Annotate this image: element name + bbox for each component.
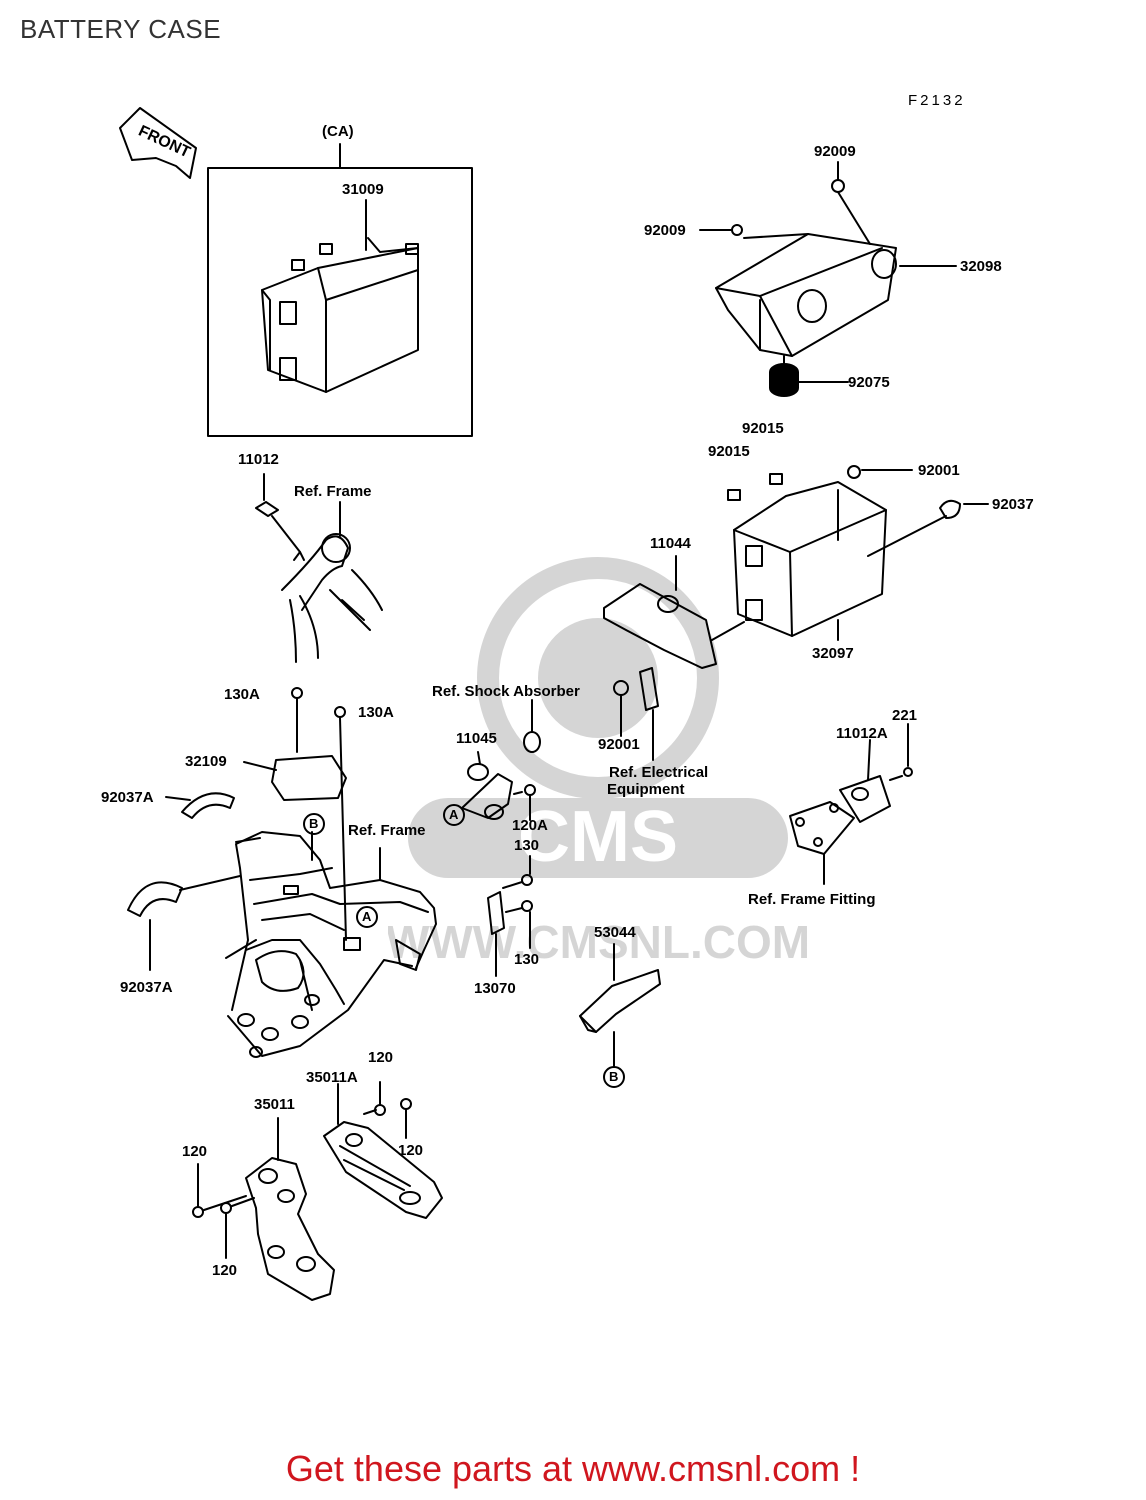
- bracket-35011: [192, 1117, 335, 1301]
- bracket-13070: [487, 855, 533, 977]
- inset-label-ca: (CA): [322, 123, 354, 140]
- diagram-code: F2132: [908, 92, 966, 109]
- bolt-130A-right: [334, 706, 346, 718]
- marker-a-left: [443, 804, 465, 826]
- part-92037[interactable]: 92037: [992, 496, 1034, 513]
- part-11045[interactable]: 11045: [456, 730, 497, 747]
- cover-32109: [243, 755, 347, 801]
- part-92075[interactable]: 92075: [848, 374, 890, 391]
- part-92037A-upper[interactable]: 92037A: [101, 789, 154, 806]
- part-221[interactable]: 221: [892, 707, 918, 724]
- footer-cta-link[interactable]: Get these parts at www.cmsnl.com !: [285, 1448, 861, 1489]
- part-11044[interactable]: 11044: [650, 535, 691, 552]
- ref-frame-fitting: Ref. Frame Fitting: [748, 891, 876, 908]
- part-53044[interactable]: 53044: [594, 924, 636, 941]
- part-92015-left[interactable]: 92015: [708, 443, 750, 460]
- battery-case-31009: [261, 199, 419, 393]
- part-11012[interactable]: 11012: [238, 451, 279, 468]
- part-120-left[interactable]: 120: [182, 1143, 208, 1160]
- part-130-upper[interactable]: 130: [514, 837, 540, 854]
- part-120-right[interactable]: 120: [398, 1142, 424, 1159]
- part-92001-top[interactable]: 92001: [918, 462, 960, 479]
- part-35011A[interactable]: 35011A: [306, 1069, 358, 1086]
- ref-electrical-line2: Equipment: [607, 781, 685, 798]
- part-92009-top[interactable]: 92009: [814, 143, 856, 160]
- part-13070[interactable]: 13070: [474, 980, 516, 997]
- watermark-brand: CMS: [518, 797, 678, 877]
- part-120-bottom[interactable]: 120: [212, 1262, 238, 1279]
- front-arrow-icon: FRONT: [119, 107, 197, 179]
- part-92009-left[interactable]: 92009: [644, 222, 686, 239]
- marker-a1: A: [449, 807, 459, 822]
- ref-shock-absorber: Ref. Shock Absorber: [432, 683, 580, 700]
- bracket-11044: [603, 555, 745, 669]
- part-130A-right[interactable]: 130A: [358, 704, 394, 721]
- part-92037A-lower[interactable]: 92037A: [120, 979, 173, 996]
- ref-frame-mid: Ref. Frame: [348, 822, 426, 839]
- pad-53044: [579, 943, 661, 1067]
- part-120A[interactable]: 120A: [512, 817, 548, 834]
- ref-frame-top: Ref. Frame: [294, 483, 372, 500]
- page-title: BATTERY CASE: [20, 14, 222, 44]
- bolt-130A-left: [291, 687, 303, 699]
- marker-a2: A: [362, 909, 372, 924]
- bolt-92001: [613, 680, 629, 696]
- clamp-92037A-lower: [127, 881, 183, 917]
- battery-case-32097: [727, 465, 989, 641]
- part-31009[interactable]: 31009: [342, 181, 384, 198]
- cmsnl-watermark-logo: CMS WWW.CMSNL.COM: [388, 557, 808, 968]
- part-130A-left[interactable]: 130A: [224, 686, 260, 703]
- part-32098[interactable]: 32098: [960, 258, 1002, 275]
- bracket-35011A: [323, 1081, 443, 1219]
- part-120-top[interactable]: 120: [368, 1049, 394, 1066]
- part-92015-top[interactable]: 92015: [742, 420, 784, 437]
- marker-b1: B: [309, 816, 319, 831]
- part-92001-bottom[interactable]: 92001: [598, 736, 640, 753]
- marker-b-frame: [303, 813, 325, 835]
- part-32097[interactable]: 32097: [812, 645, 854, 662]
- ca-inset-box: [207, 167, 473, 437]
- part-32109[interactable]: 32109: [185, 753, 227, 770]
- watermark-site: WWW.CMSNL.COM: [388, 916, 808, 968]
- clamp-92037A-upper: [181, 792, 235, 819]
- part-130-lower[interactable]: 130: [514, 951, 540, 968]
- marker-b2: B: [609, 1069, 619, 1084]
- mount-11045: [461, 699, 541, 821]
- part-35011[interactable]: 35011: [254, 1096, 295, 1113]
- frame-assembly: [225, 831, 437, 1058]
- ref-electrical-line1: Ref. Electrical: [609, 764, 709, 781]
- marker-b-pad: [603, 1066, 625, 1088]
- marker-a-frame: [356, 906, 378, 928]
- part-11012A[interactable]: 11012A: [836, 725, 888, 742]
- frame-stay-11012: [255, 473, 383, 663]
- fitting-11012A: [789, 723, 913, 885]
- battery-cover-32098: [699, 161, 957, 397]
